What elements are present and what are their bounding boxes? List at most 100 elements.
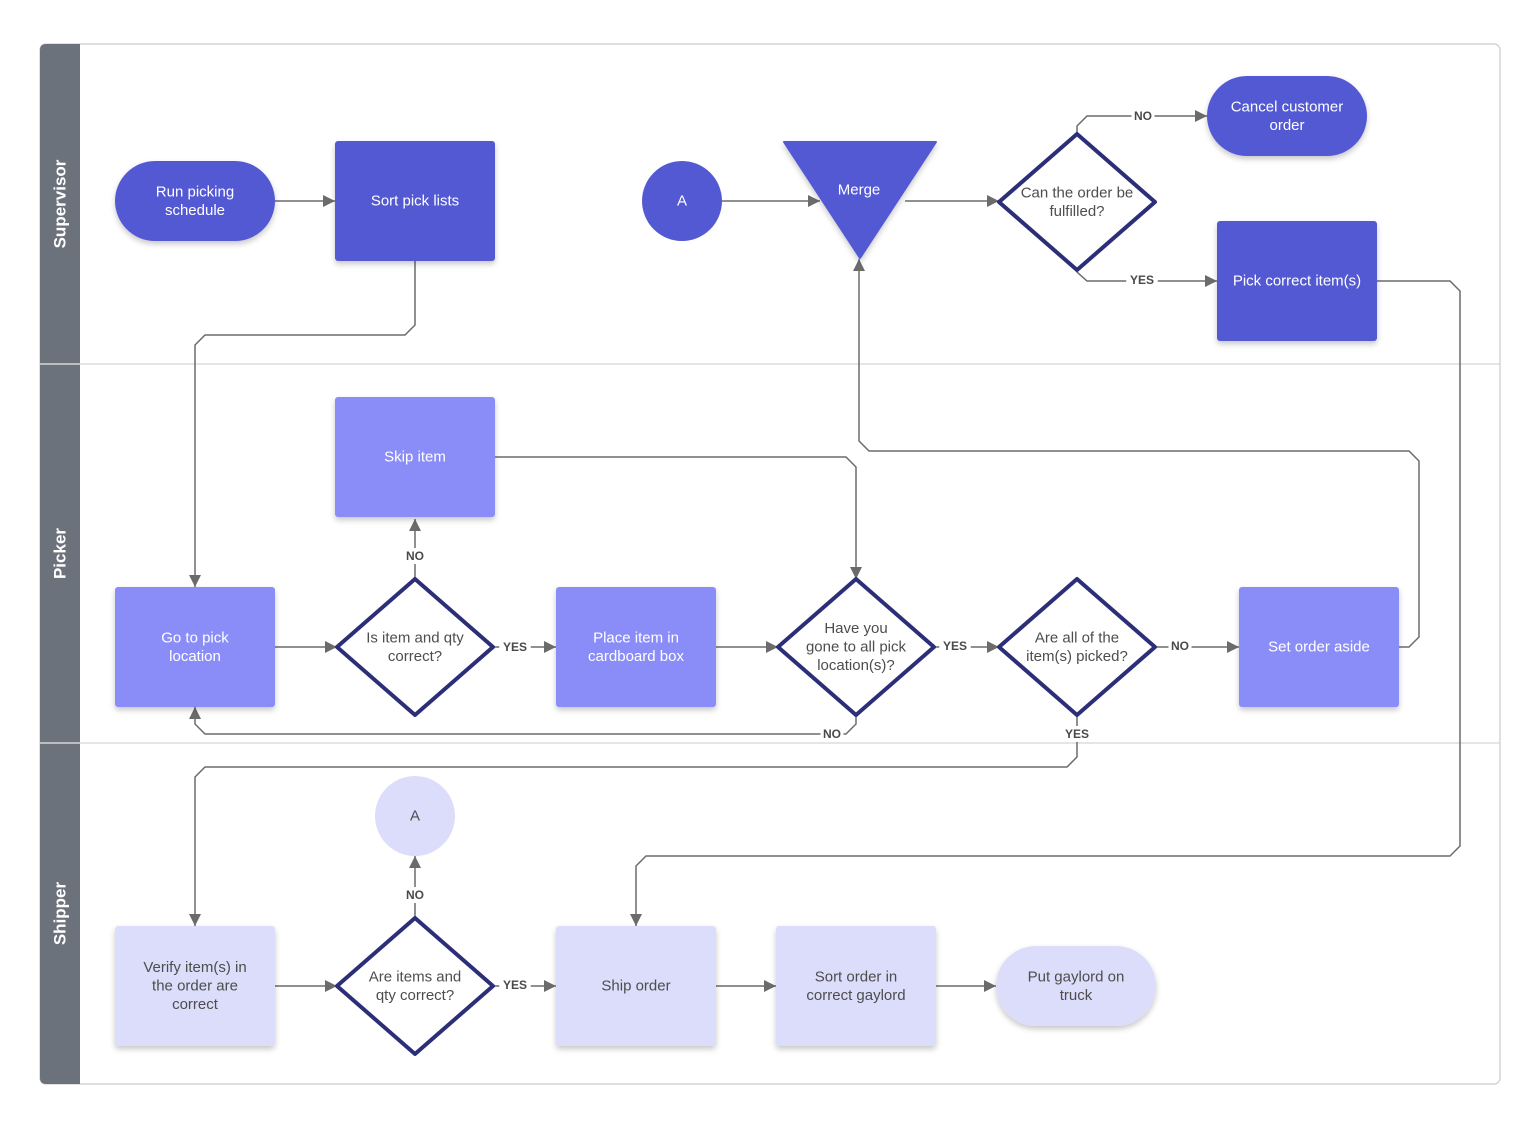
node-label-line: cardboard box [588,648,684,665]
edge-sort_pick_lists-to-go_to_pick [189,261,416,587]
edge-label-no: NO [1171,639,1189,653]
connector-circle [642,161,722,241]
node-ship-order[interactable]: Ship order [556,926,716,1046]
node-label-line: Is item and qty [366,629,464,646]
node-cancel-order[interactable]: Cancel customer order [1207,76,1367,156]
node-set-aside[interactable]: Set order aside [1239,587,1399,707]
node-label-line: order [1269,117,1304,134]
edge-label-bg [1168,638,1192,654]
node-label-line: correct? [388,648,442,665]
node-pick-correct[interactable]: Pick correct item(s) [1217,221,1377,341]
node-item-qty-correct[interactable]: Is item and qty correct? [335,577,495,717]
process-box [556,587,716,707]
node-label-line: A [410,808,420,825]
edge-skip_item-to-all_locations [495,456,862,579]
node-merge[interactable]: Merge [783,141,937,259]
connector-circle [375,776,455,856]
node-label-line: Run picking [156,183,234,200]
process-box [1217,221,1377,341]
node-label-line: Can the order be [1021,184,1134,201]
edge-label-bg [1131,108,1155,124]
lane-header-strip [40,44,80,1084]
node-all-picked[interactable]: Are all of the item(s) picked? [997,577,1157,717]
node-sort-pick-lists[interactable]: Sort pick lists [335,141,495,261]
decision-diamond [997,577,1157,717]
decision-diamond [776,577,936,717]
process-box [335,141,495,261]
merge-triangle [783,141,937,259]
node-skip-item[interactable]: Skip item [335,397,495,517]
edge-label-yes: YES [1065,727,1089,741]
node-label-line: location(s)? [817,657,895,674]
node-put-truck[interactable]: Put gaylord on truck [996,946,1156,1026]
terminal-pill [1207,76,1367,156]
process-box [556,926,716,1046]
node-label-line: Sort pick lists [371,193,459,210]
edge-label-bg [820,726,844,742]
node-label-line: truck [1060,987,1093,1004]
edge-label-no: NO [406,888,424,902]
node-go-to-pick[interactable]: Go to pick location [115,587,275,707]
lane-label-picker: Picker [51,528,70,579]
node-sort-gaylord[interactable]: Sort order in correct gaylord [776,926,936,1046]
node-label-line: Merge [838,182,881,199]
node-label-line: item(s) picked? [1026,648,1128,665]
process-box [1239,587,1399,707]
edge-label-yes: YES [503,978,527,992]
edge-label-no: NO [1134,109,1152,123]
edge-label-yes: YES [1130,273,1154,287]
process-box [335,397,495,517]
node-label-line: Skip item [384,449,446,466]
node-label-line: Place item in [593,629,679,646]
node-label-line: the order are [152,978,238,995]
lane-label-supervisor: Supervisor [51,159,70,248]
edge-label-bg [939,638,971,654]
node-connector-a-bottom[interactable]: A [375,776,455,856]
edge-all_locations-to-go_to_pick [189,707,857,735]
node-label-line: Cancel customer [1231,98,1344,115]
node-label-line: Are all of the [1035,629,1119,646]
node-label-line: gone to all pick [806,639,907,656]
node-label-line: location [169,648,221,665]
decision-diamond [335,577,495,717]
node-label-line: Have you [824,620,887,637]
edge-label-bg [499,639,531,655]
terminal-pill [115,161,275,241]
node-label-line: Put gaylord on [1028,968,1125,985]
node-label-line: qty correct? [376,987,454,1004]
edge-label-bg [499,977,531,993]
node-can-fulfill[interactable]: Can the order be fulfilled? [997,132,1157,272]
process-box [776,926,936,1046]
edge-set_aside-to-merge [853,259,1420,648]
process-box [115,926,275,1046]
decision-diamond [335,916,495,1056]
node-label-line: correct [172,996,219,1013]
edge-all_picked-to-verify_items [189,715,1078,926]
terminal-pill [996,946,1156,1026]
edge-pick_correct-to-ship_order [630,280,1461,926]
node-label-line: Go to pick [161,629,229,646]
edge-label-bg [1126,272,1158,288]
edge-label-bg [403,548,427,564]
edge-label-yes: YES [943,639,967,653]
node-label-line: correct gaylord [806,987,905,1004]
node-label-line: fulfilled? [1049,203,1104,220]
node-label-line: Pick correct item(s) [1233,273,1361,290]
node-connector-a-top[interactable]: A [642,161,722,241]
lane-label-shipper: Shipper [51,881,70,945]
node-place-item[interactable]: Place item in cardboard box [556,587,716,707]
node-label-line: Sort order in [815,968,898,985]
node-label-line: Set order aside [1268,639,1370,656]
edge-label-yes: YES [503,640,527,654]
edge-label-bg [1061,726,1093,742]
process-box [115,587,275,707]
